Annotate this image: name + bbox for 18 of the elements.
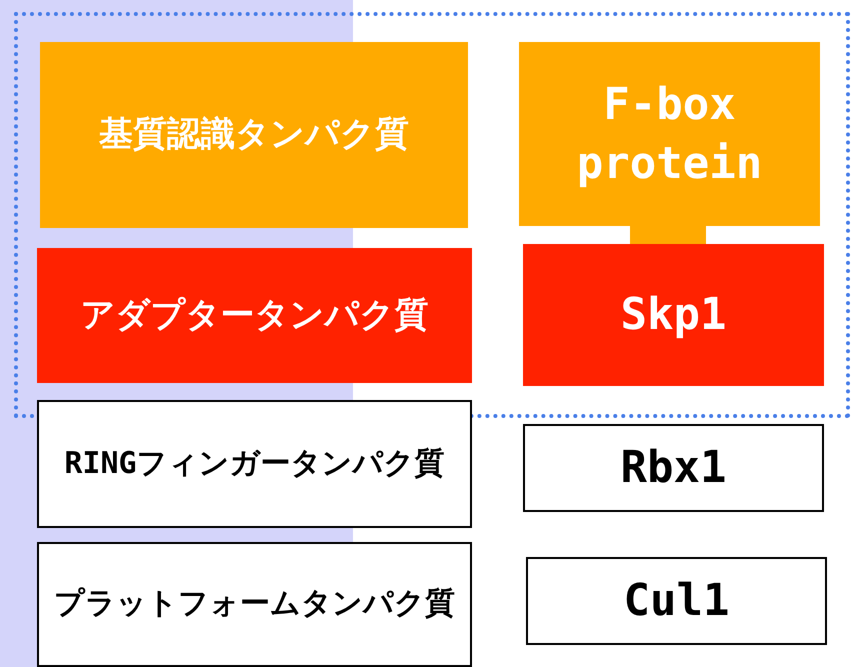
node-label: Cul1	[622, 574, 730, 628]
node-label: 基質認識タンパク質	[98, 113, 410, 156]
process-box	[519, 42, 820, 226]
node-label: アダプタータンパク質	[80, 294, 430, 337]
dotted-frame	[14, 12, 850, 418]
process-box	[523, 424, 824, 512]
process-box	[37, 248, 472, 383]
process-box	[523, 244, 824, 386]
node-label: Skp1	[620, 288, 728, 342]
process-box	[40, 42, 468, 228]
process-box	[37, 400, 472, 528]
node-label: Rbx1	[620, 441, 728, 496]
process-box	[526, 557, 827, 645]
connector-tab	[630, 226, 706, 244]
process-box	[37, 542, 472, 667]
node-label: F-box protein	[576, 78, 764, 191]
node-label: RINGフィンガータンパク質	[63, 444, 446, 483]
node-label: プラットフォームタンパク質	[53, 585, 456, 624]
